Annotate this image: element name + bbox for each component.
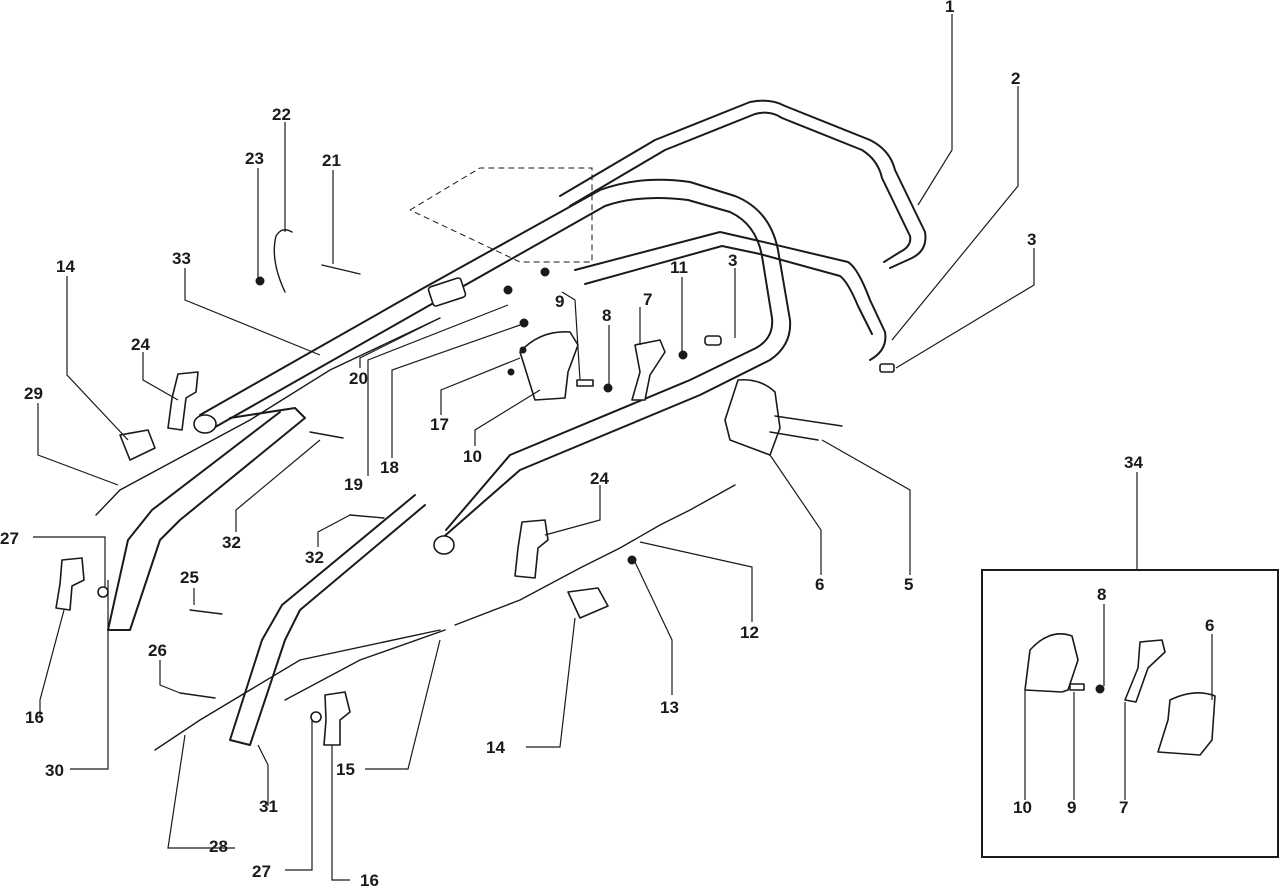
inset-callout-9: 9 xyxy=(1067,798,1076,817)
callout-16-bottom: 16 xyxy=(360,871,379,889)
callout-20: 20 xyxy=(349,369,368,388)
callout-23: 23 xyxy=(245,149,264,168)
callout-28: 28 xyxy=(209,837,228,856)
leader-lines xyxy=(33,14,1138,881)
callout-3-right: 3 xyxy=(1027,230,1036,249)
callout-7: 7 xyxy=(643,290,652,309)
callout-13: 13 xyxy=(660,698,679,717)
callout-30: 30 xyxy=(45,761,64,780)
callout-15: 15 xyxy=(336,760,355,779)
callout-9: 9 xyxy=(555,292,564,311)
callout-31: 31 xyxy=(259,797,278,816)
callout-19: 19 xyxy=(344,475,363,494)
callout-3-left: 3 xyxy=(728,251,737,270)
callout-8: 8 xyxy=(602,306,611,325)
callout-24-left: 24 xyxy=(131,335,150,354)
callout-27-bottom: 27 xyxy=(252,862,271,881)
callout-17: 17 xyxy=(430,415,449,434)
callout-21: 21 xyxy=(322,151,341,170)
parts xyxy=(55,229,895,751)
callout-18: 18 xyxy=(380,458,399,477)
callout-1: 1 xyxy=(945,0,954,16)
inset-callout-7: 7 xyxy=(1119,798,1128,817)
callout-2: 2 xyxy=(1011,69,1020,88)
inset-callout-8: 8 xyxy=(1097,585,1106,604)
callout-6: 6 xyxy=(815,575,824,594)
handle-frame xyxy=(107,99,927,746)
callout-14-bottom: 14 xyxy=(486,738,505,757)
callout-32-left: 32 xyxy=(222,533,241,552)
callout-26: 26 xyxy=(148,641,167,660)
inset-box xyxy=(981,569,1279,858)
callout-32-middle: 32 xyxy=(305,548,324,567)
callout-labels: 1 2 3 3 5 6 7 8 9 10 11 12 13 14 14 15 1… xyxy=(0,0,1214,889)
callout-14-left: 14 xyxy=(56,257,75,276)
inset-callout-6: 6 xyxy=(1205,616,1214,635)
callout-34: 34 xyxy=(1124,453,1143,472)
callout-16-left: 16 xyxy=(25,708,44,727)
callout-22: 22 xyxy=(272,105,291,124)
callout-29: 29 xyxy=(24,384,43,403)
inset-callout-10: 10 xyxy=(1013,798,1032,817)
callout-27-left: 27 xyxy=(0,529,19,548)
callout-11: 11 xyxy=(670,258,688,277)
callout-33: 33 xyxy=(172,249,191,268)
callout-25: 25 xyxy=(180,568,199,587)
callout-24-right: 24 xyxy=(590,469,609,488)
callout-12: 12 xyxy=(740,623,759,642)
callout-10: 10 xyxy=(463,447,482,466)
guide-panel xyxy=(409,167,593,263)
callout-5: 5 xyxy=(904,575,913,594)
